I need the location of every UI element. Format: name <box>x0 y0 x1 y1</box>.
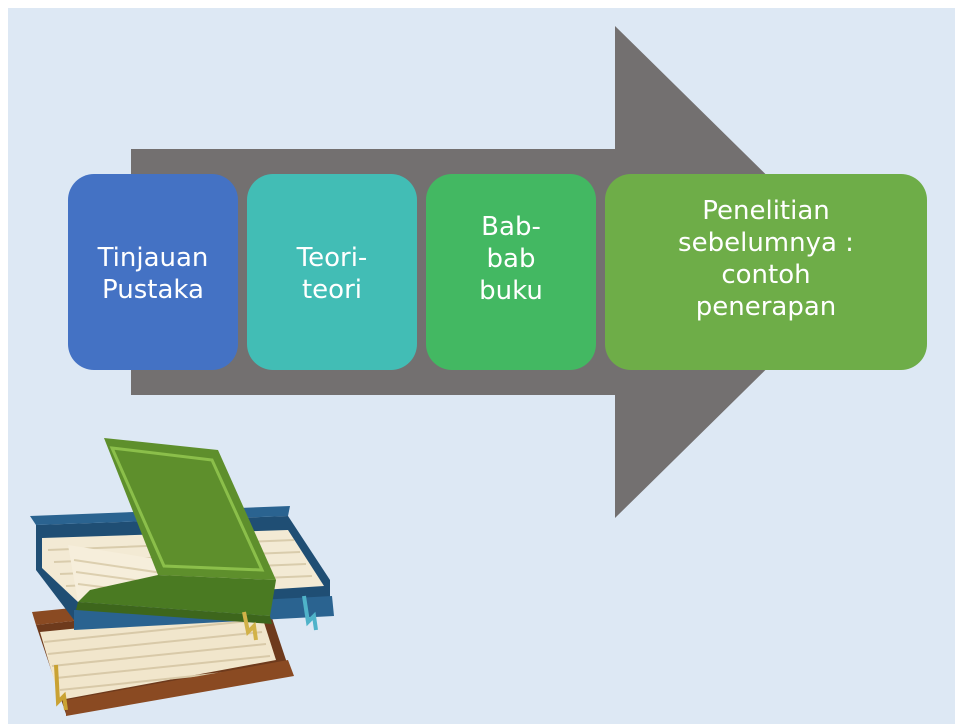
step-label: Bab- bab buku <box>479 212 543 306</box>
green-book-icon <box>68 438 276 641</box>
step-tinjauan-pustaka: Tinjauan Pustaka <box>68 174 238 370</box>
step-label: Tinjauan Pustaka <box>97 243 209 305</box>
step-label: Penelitian sebelumnya : contoh penerapan <box>678 196 854 322</box>
step-bab-bab-buku: Bab- bab buku <box>426 174 596 370</box>
step-label: Teori- teori <box>296 243 368 305</box>
slide: Tinjauan Pustaka Teori- teori Bab- bab b… <box>8 8 955 724</box>
step-teori-teori: Teori- teori <box>247 174 417 370</box>
step-penelitian-sebelumnya: Penelitian sebelumnya : contoh penerapan <box>605 174 927 370</box>
stack-of-books-icon <box>30 438 334 716</box>
